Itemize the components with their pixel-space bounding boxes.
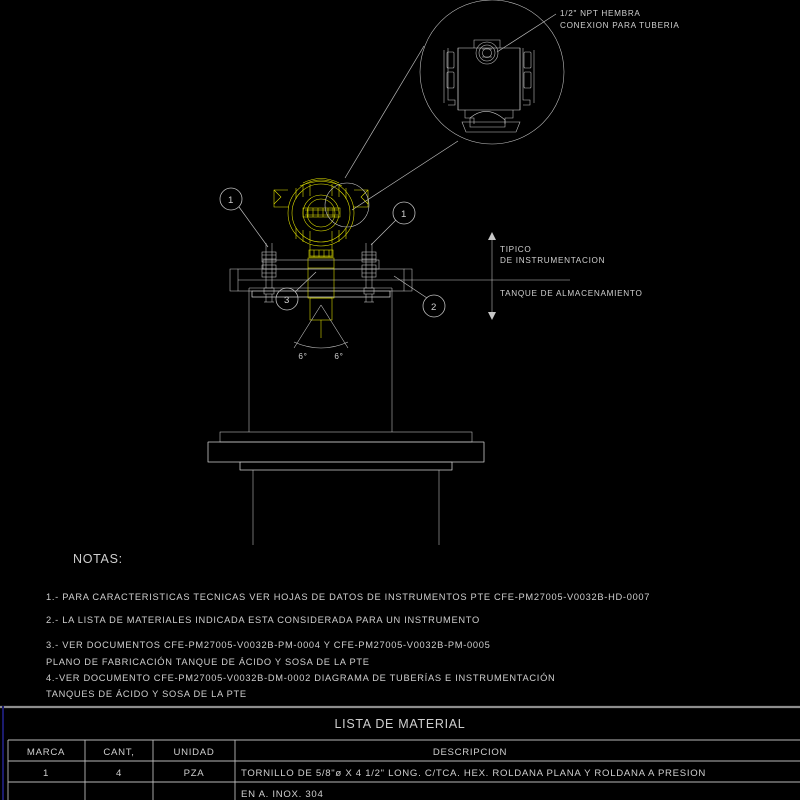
balloon-callouts xyxy=(219,187,446,318)
notes-heading: NOTAS: xyxy=(73,552,123,566)
balloon-3-leader xyxy=(294,271,317,293)
table-header-cant: CANT, xyxy=(103,747,134,758)
detail-text-leader xyxy=(496,13,557,53)
tank-shell xyxy=(207,287,485,545)
table-row-2-descripcion: EN A. INOX. 304 xyxy=(241,789,324,800)
beam-angle-cone xyxy=(293,304,349,349)
note-item-1: 1.- PARA CARACTERISTICAS TECNICAS VER HO… xyxy=(46,592,650,602)
angle-label-left: 6° xyxy=(298,352,307,361)
balloon-1-left-circle[interactable] xyxy=(219,187,243,211)
note-item-3: 3.- VER DOCUMENTOS CFE-PM27005-V0032B-PM… xyxy=(46,640,491,650)
flange-assembly xyxy=(229,259,413,298)
detail-circle-group xyxy=(344,0,565,211)
balloon-1-left-label: 1 xyxy=(228,195,234,206)
angle-label-right: 6° xyxy=(334,352,343,361)
balloon-3-circle[interactable] xyxy=(275,287,299,311)
table-header-unidad: UNIDAD xyxy=(174,747,215,758)
transmitter-detail-body xyxy=(443,39,535,133)
probe-nozzle-yellow xyxy=(307,257,335,338)
balloon-2-leader xyxy=(393,275,428,299)
balloon-3-label: 3 xyxy=(284,295,290,306)
table-row-1-descripcion: TORNILLO DE 5/8"ø X 4 1/2" LONG. C/TCA. … xyxy=(241,768,706,779)
bolt-left xyxy=(261,243,277,303)
balloon-1-right-leader xyxy=(370,219,397,246)
note-item-2: 2.- LA LISTA DE MATERIALES INDICADA ESTA… xyxy=(46,615,480,625)
label-tanque-almacenamiento: TANQUE DE ALMACENAMIENTO xyxy=(500,289,643,298)
balloon-2-label: 2 xyxy=(431,302,437,313)
detail-circle xyxy=(419,0,565,145)
note-item-4-cont: TANQUES DE ÁCIDO Y SOSA DE LA PTE xyxy=(46,689,247,699)
balloon-1-right-circle[interactable] xyxy=(392,201,416,225)
detail-callout-line2: CONEXION PARA TUBERIA xyxy=(560,21,680,30)
label-tipico-line2: DE INSTRUMENTACION xyxy=(500,256,605,265)
table-header-descripcion: DESCRIPCION xyxy=(433,747,507,758)
balloon-1-right-label: 1 xyxy=(401,209,407,220)
elevation-dimension-arrow xyxy=(404,232,570,320)
detail-callout-line1: 1/2" NPT HEMBRA xyxy=(560,9,641,18)
material-table-frame xyxy=(0,705,800,800)
table-row-1-unidad: PZA xyxy=(184,768,205,779)
detail-leader-upper xyxy=(344,45,425,179)
label-tipico-line1: TIPICO xyxy=(500,245,532,254)
material-list-title: LISTA DE MATERIAL xyxy=(335,717,466,731)
balloon-1-left-leader xyxy=(238,206,269,248)
table-row-1-cant: 4 xyxy=(116,768,122,779)
note-item-3-cont: PLANO DE FABRICACIÓN TANQUE DE ÁCIDO Y S… xyxy=(46,657,370,667)
note-item-4: 4.-VER DOCUMENTO CFE-PM27005-V0032B-DM-0… xyxy=(46,673,555,683)
detail-leader-lower xyxy=(351,140,459,211)
balloon-2-circle[interactable] xyxy=(422,294,446,318)
table-header-marca: MARCA xyxy=(27,747,65,758)
table-row-1-marca: 1 xyxy=(43,768,49,779)
instrument-detail-bubble xyxy=(324,182,370,228)
